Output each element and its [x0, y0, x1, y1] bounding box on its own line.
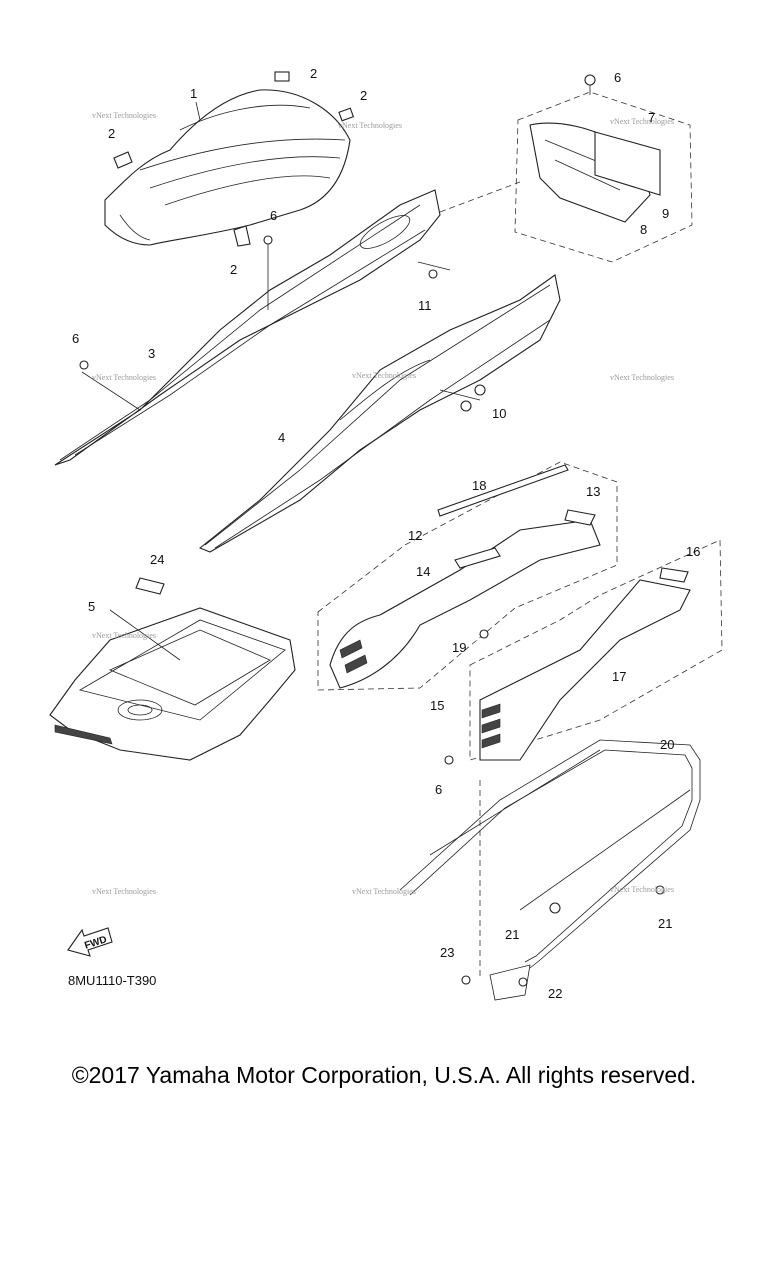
callout-2: 2: [108, 126, 115, 141]
part-fasteners: [79, 74, 665, 1001]
copyright-notice: ©2017 Yamaha Motor Corporation, U.S.A. A…: [71, 1062, 697, 1088]
part-group-15-16-17: [469, 539, 723, 761]
callout-15: 15: [430, 698, 444, 713]
callout-1: 1: [190, 86, 197, 101]
part-grab-bar: [399, 739, 701, 969]
watermark: vNext Technologies: [338, 121, 402, 130]
diagram-code: 8MU1110-T390: [68, 973, 156, 988]
callout-17: 17: [612, 669, 626, 684]
part-side-panel: [198, 274, 561, 553]
watermark: vNext Technologies: [610, 885, 674, 894]
callout-5: 5: [88, 599, 95, 614]
callout-6: 6: [72, 331, 79, 346]
callout-2: 2: [230, 262, 237, 277]
reference-lines: [81, 181, 521, 980]
callout-2: 2: [310, 66, 317, 81]
watermark: vNext Technologies: [610, 373, 674, 382]
watermark: vNext Technologies: [352, 887, 416, 896]
callout-23: 23: [440, 945, 454, 960]
fwd-arrow-icon: FWD: [67, 927, 113, 957]
callout-3: 3: [148, 346, 155, 361]
callout-2: 2: [360, 88, 367, 103]
callout-6: 6: [435, 782, 442, 797]
watermark: vNext Technologies: [352, 371, 416, 380]
callout-6: 6: [614, 70, 621, 85]
callout-21: 21: [505, 927, 519, 942]
part-seat-cover: [104, 89, 351, 246]
callout-22: 22: [548, 986, 562, 1001]
callout-20: 20: [660, 737, 674, 752]
part-storage-bin: [49, 607, 296, 761]
callout-9: 9: [662, 206, 669, 221]
watermark: vNext Technologies: [92, 111, 156, 120]
part-group-12-13-14: [317, 461, 618, 691]
callout-12: 12: [408, 528, 422, 543]
callout-7: 7: [648, 110, 655, 125]
part-group-7-8-9: [514, 91, 693, 263]
watermark: vNext Technologies: [92, 373, 156, 382]
callout-24: 24: [150, 552, 164, 567]
callout-16: 16: [686, 544, 700, 559]
part-clip: [113, 71, 355, 247]
callout-18: 18: [472, 478, 486, 493]
watermark: vNext Technologies: [610, 117, 674, 126]
callout-14: 14: [416, 564, 430, 579]
parts-diagram: vNext Technologies vNext Technologies vN…: [49, 66, 723, 1001]
callout-8: 8: [640, 222, 647, 237]
watermark-group: vNext Technologies vNext Technologies vN…: [92, 111, 674, 896]
part-sticker-24: [135, 577, 165, 595]
callout-13: 13: [586, 484, 600, 499]
callout-6: 6: [270, 208, 277, 223]
callout-4: 4: [278, 430, 285, 445]
callout-labels: 1 2 2 2 2 6 6 6 6 7 8 9 11 3 10 4 18 13 …: [72, 66, 700, 1001]
callout-19: 19: [452, 640, 466, 655]
callout-21: 21: [658, 916, 672, 931]
callout-11: 11: [418, 298, 432, 313]
callout-10: 10: [492, 406, 506, 421]
part-side-rail-upper: [54, 189, 441, 466]
watermark: vNext Technologies: [92, 631, 156, 640]
watermark: vNext Technologies: [92, 887, 156, 896]
